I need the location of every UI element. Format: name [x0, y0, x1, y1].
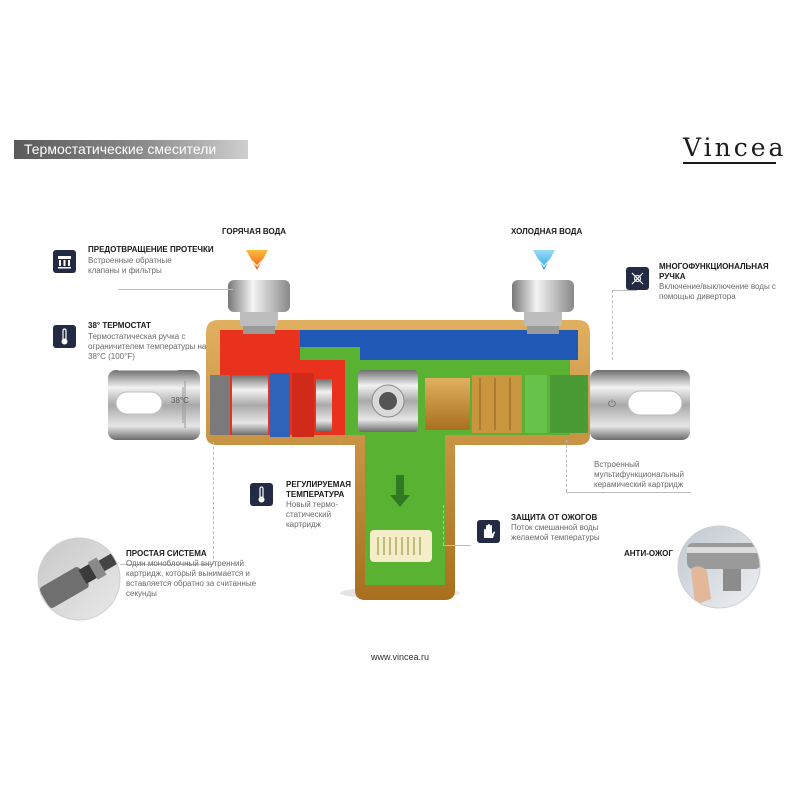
feature-desc: Включение/выключение воды с помощью диве… [659, 282, 776, 301]
thermometer-icon [250, 483, 273, 506]
feature-title: ЗАЩИТА ОТ ОЖОГОВ [511, 513, 598, 522]
svg-text:⏻: ⏻ [608, 399, 616, 410]
feature-title: РЕГУЛИРУЕМАЯ ТЕМПЕРАТУРА [286, 480, 351, 499]
feature-title: 38° ТЕРМОСТАТ [88, 321, 151, 330]
cartridge-photo [37, 537, 121, 621]
feature-title: АНТИ-ОЖОГ [624, 549, 673, 558]
brand-logo: Vincea [683, 133, 787, 162]
leader-line [120, 564, 213, 565]
hot-water-label: ГОРЯЧАЯ ВОДА [222, 227, 287, 236]
feature-desc: Термостатическая ручка с ограничителем т… [88, 332, 207, 361]
dial-temperature-label: 38°C [171, 396, 189, 405]
hot-arrow-icon [246, 250, 268, 270]
leader-line [443, 505, 444, 545]
feature-title: МНОГОФУНКЦИОНАЛЬНАЯ РУЧКА [659, 262, 769, 281]
leader-line [118, 370, 178, 371]
feature-title: ПРОСТАЯ СИСТЕМА [126, 549, 207, 558]
website-url[interactable]: www.vincea.ru [370, 652, 430, 662]
leader-line [213, 442, 214, 564]
feature-desc: Поток смешанной воды желаемой температур… [511, 523, 600, 542]
hand-icon [477, 520, 500, 543]
leader-line [566, 440, 567, 492]
anti-scald-photo [677, 525, 761, 609]
feature-title: ПРЕДОТВРАЩЕНИЕ ПРОТЕЧКИ [88, 245, 214, 254]
page-title: Термостатические смесители [24, 141, 217, 157]
leader-line [443, 545, 471, 546]
faucet-cutaway-illustration: ⏻ [108, 280, 690, 600]
cold-arrow-icon [533, 250, 555, 270]
cold-water-label: ХОЛОДНАЯ ВОДА [511, 227, 583, 236]
feature-desc: Встроенные обратные клапаны и фильтры [88, 256, 172, 275]
ceramic-cartridge-note: Встроенный мультифункциональный керамиче… [594, 460, 685, 489]
logo-underline [683, 162, 776, 164]
leader-line [612, 290, 637, 291]
feature-desc: Новый термо-статический картридж [286, 500, 339, 529]
valve-icon [53, 250, 76, 273]
header-band [14, 140, 248, 159]
leader-line [566, 492, 691, 493]
thermometer-icon [53, 325, 76, 348]
feature-desc: Один моноблочный внутренний картридж, ко… [126, 559, 257, 598]
leader-line [612, 290, 613, 360]
leader-line [118, 289, 233, 290]
power-icon [626, 267, 649, 290]
